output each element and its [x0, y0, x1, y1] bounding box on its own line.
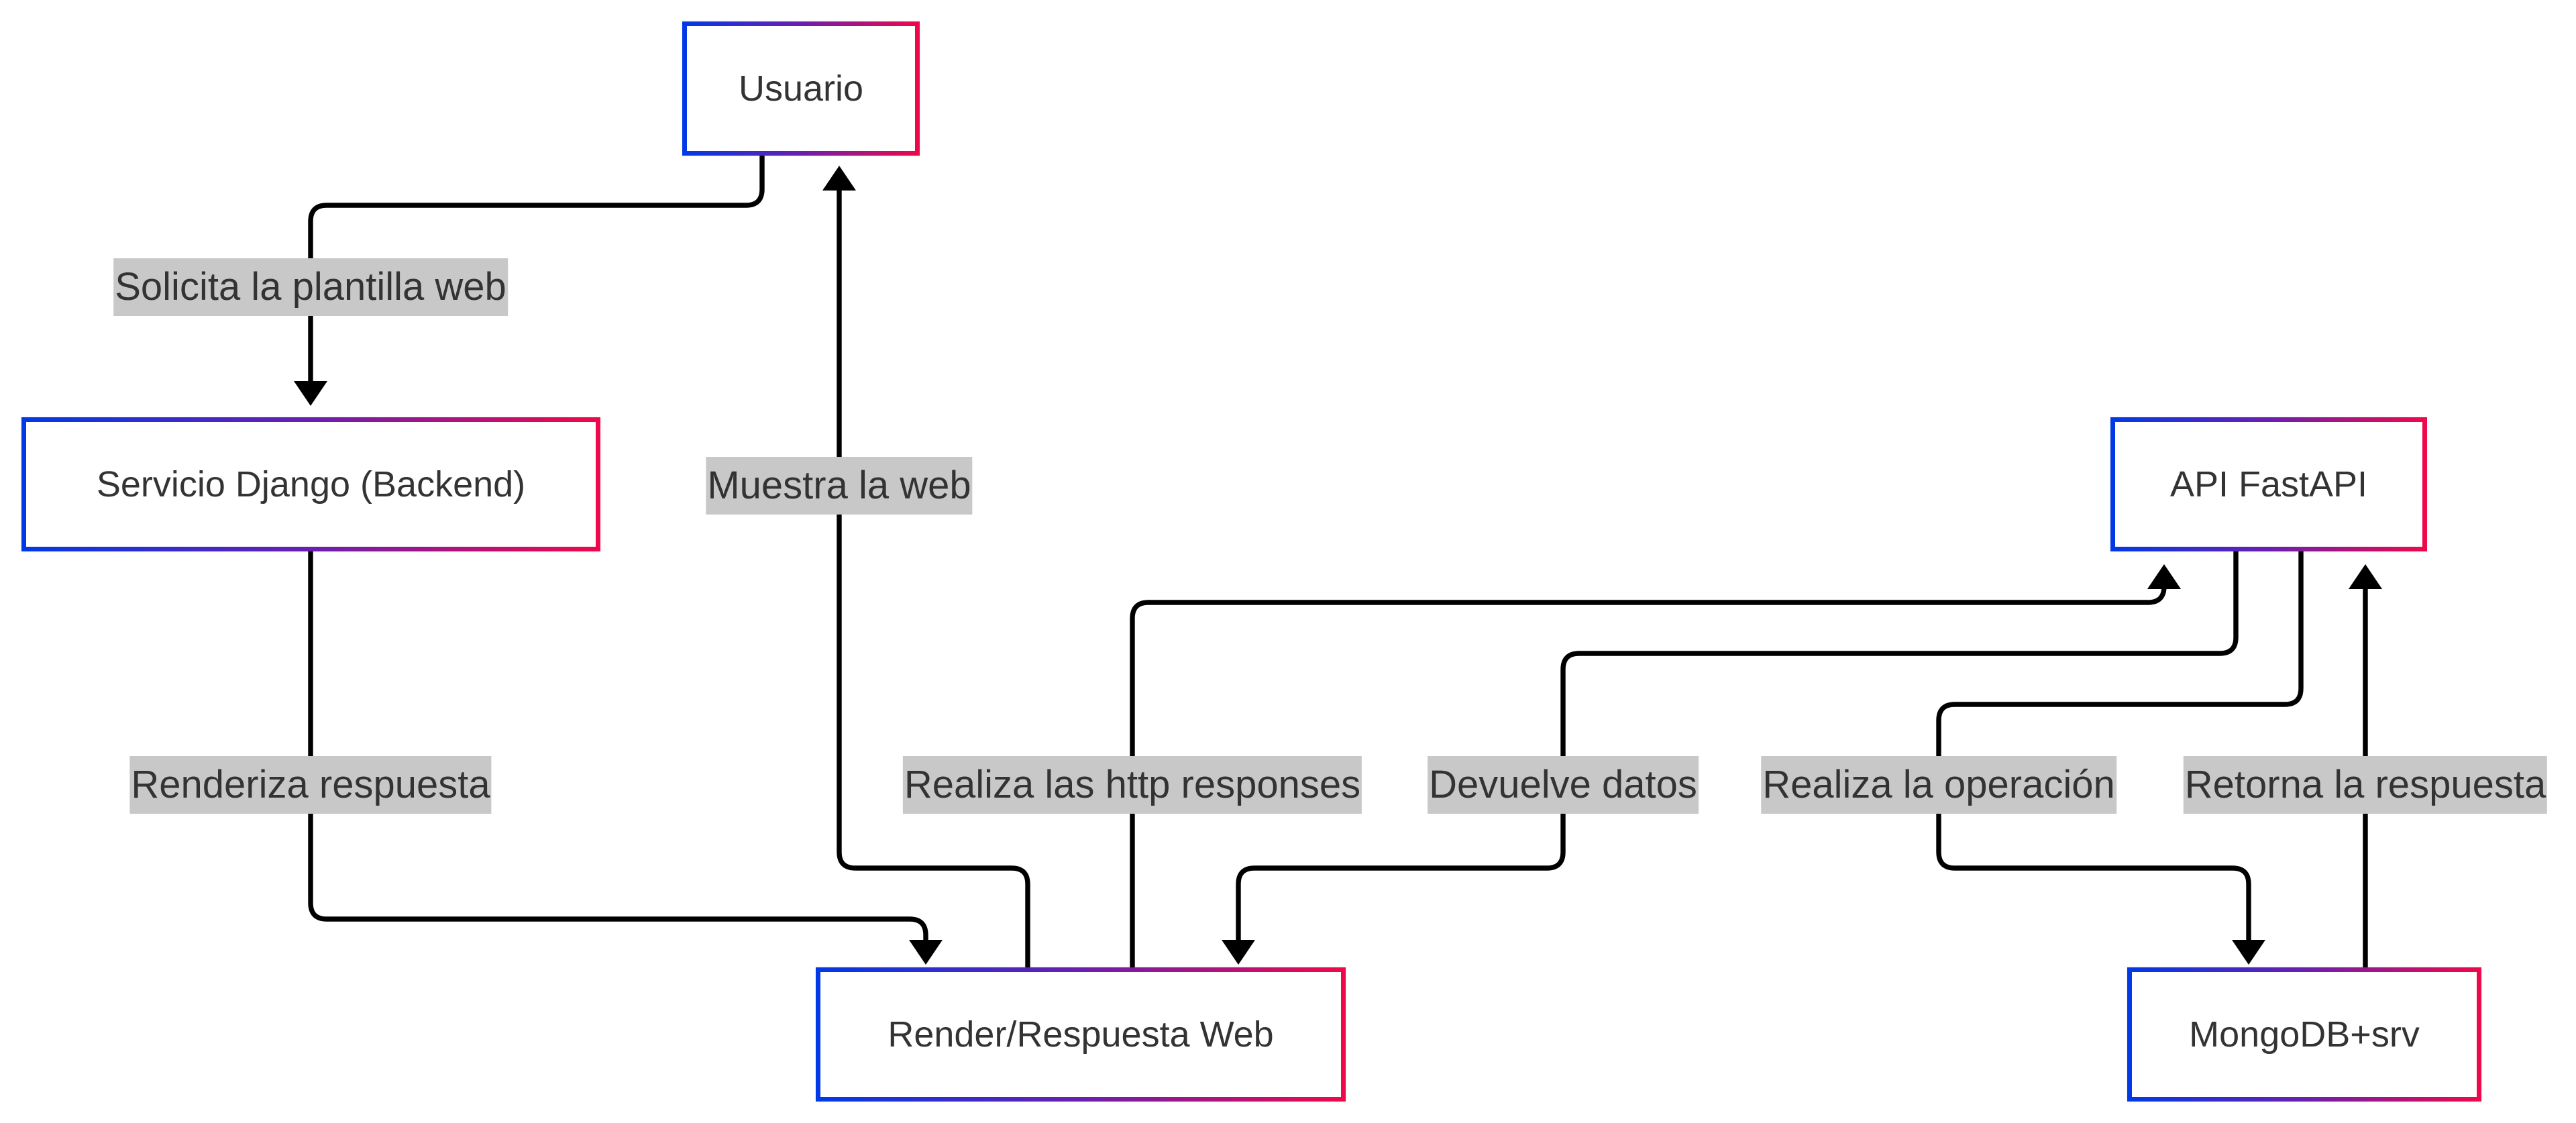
- arrowhead-to-fastapi-left: [2147, 564, 2181, 589]
- node-servicio-django-label: Servicio Django (Backend): [96, 464, 526, 504]
- arrowhead-to-django: [294, 381, 327, 406]
- node-api-fastapi-label: API FastAPI: [2169, 464, 2368, 504]
- arrowhead-to-fastapi-right: [2349, 564, 2382, 589]
- edge-label-renderiza: Renderiza respuesta: [129, 756, 492, 814]
- node-usuario-label: Usuario: [738, 68, 864, 109]
- node-render-respuesta-web-label: Render/Respuesta Web: [888, 1014, 1274, 1055]
- edge-label-retorna: Retorna la respuesta: [2183, 756, 2548, 814]
- arrowhead-to-render-right: [1222, 940, 1255, 965]
- arrowhead-to-mongodb: [2232, 940, 2265, 965]
- node-usuario: Usuario: [682, 21, 920, 156]
- node-api-fastapi: API FastAPI: [2110, 417, 2427, 551]
- edge-label-solicita: Solicita la plantilla web: [113, 258, 508, 316]
- arrowhead-to-usuario: [822, 166, 856, 191]
- node-mongodb-label: MongoDB+srv: [2189, 1014, 2420, 1055]
- edge-django-to-render: [308, 551, 928, 941]
- node-servicio-django: Servicio Django (Backend): [21, 417, 600, 551]
- arrowhead-to-render: [909, 940, 943, 965]
- edge-fastapi-to-mongodb: [1936, 551, 2304, 941]
- edge-render-to-usuario: [837, 189, 1030, 967]
- edge-label-realiza-operacion: Realiza la operación: [1761, 756, 2116, 814]
- edge-usuario-to-django: [308, 156, 765, 382]
- edge-label-muestra: Muestra la web: [706, 457, 973, 515]
- node-render-respuesta-web: Render/Respuesta Web: [816, 967, 1346, 1102]
- edge-render-to-fastapi: [1130, 584, 2167, 967]
- node-mongodb: MongoDB+srv: [2127, 967, 2481, 1102]
- edge-fastapi-to-render: [1236, 551, 2239, 941]
- edge-label-devuelve: Devuelve datos: [1428, 756, 1699, 814]
- edge-label-realiza-http: Realiza las http responses: [902, 756, 1362, 814]
